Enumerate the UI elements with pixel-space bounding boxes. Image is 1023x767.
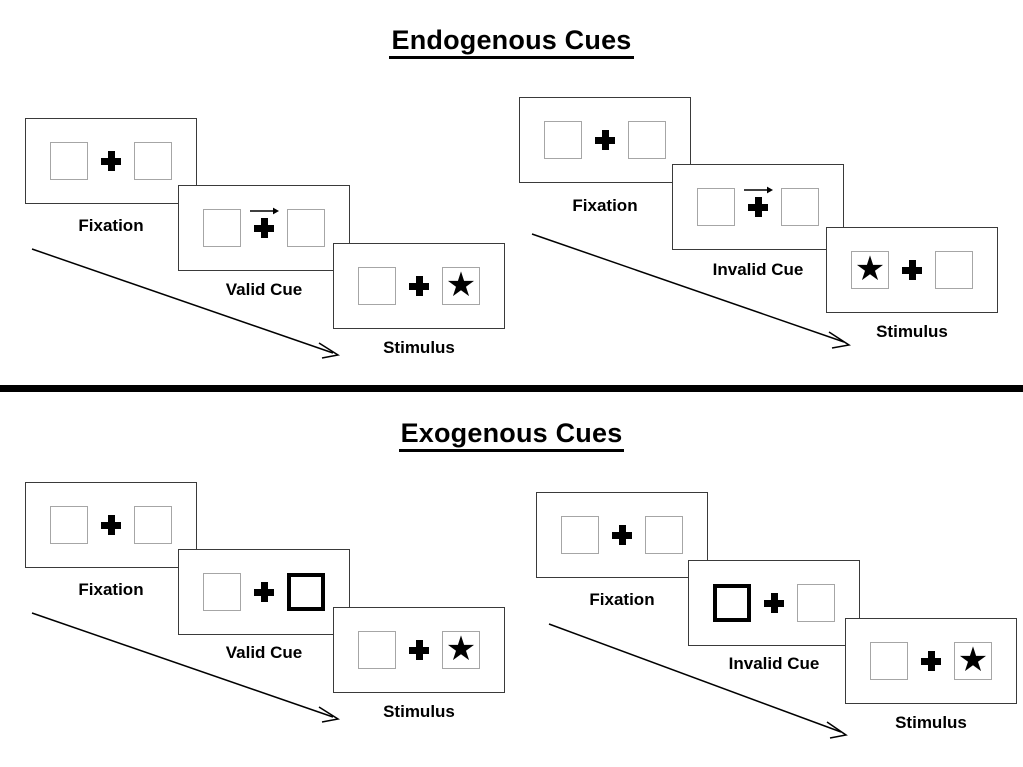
fixation-cross [735,165,781,249]
frame-content: ★ [827,228,997,312]
frame-content [179,186,349,270]
left-box [203,573,241,611]
frame-content [689,561,859,645]
frame-content: ★ [334,244,504,328]
caption-endogenous-valid-stimulus: Stimulus [383,338,455,357]
right-box [628,121,666,159]
frame-content: ★ [846,619,1016,703]
section-title-exogenous-text: Exogenous Cues [398,419,625,453]
caption-endogenous-invalid-stimulus: Stimulus [876,322,948,341]
frame-endogenous-valid-cue[interactable] [178,185,350,271]
fixation-cross [88,119,134,203]
frame-content [26,119,196,203]
left-box [544,121,582,159]
arrow-right-icon [744,186,773,194]
left-box [358,631,396,669]
left-box [697,188,735,226]
caption-exogenous-invalid-cue: Invalid Cue [728,654,820,673]
frame-exogenous-valid-stimulus[interactable]: ★ [333,607,505,693]
right-box [935,251,973,289]
caption-exogenous-invalid-stimulus: Stimulus [895,713,967,732]
left-box [203,209,241,247]
frame-endogenous-valid-stimulus[interactable]: ★ [333,243,505,329]
caption-exogenous-valid-fixation: Fixation [78,580,144,599]
left-box [50,142,88,180]
frame-content [179,550,349,634]
caption-exogenous-invalid-fixation: Fixation [589,590,655,609]
frame-exogenous-valid-cue[interactable] [178,549,350,635]
frame-exogenous-invalid-cue[interactable] [688,560,860,646]
frame-endogenous-valid-fixation[interactable] [25,118,197,204]
caption-endogenous-valid-fixation: Fixation [78,216,144,235]
frame-content: ★ [334,608,504,692]
arrow-right-icon [250,207,279,215]
fixation-cross [908,619,954,703]
caption-exogenous-valid-cue: Valid Cue [225,643,303,662]
section-title-endogenous-text: Endogenous Cues [389,26,634,60]
right-box: ★ [442,267,480,305]
right-box [797,584,835,622]
left-box-cued [713,584,751,622]
fixation-cross [396,608,442,692]
left-box [870,642,908,680]
star-icon: ★ [445,266,477,304]
section-title-exogenous: Exogenous Cues [0,418,1023,453]
frame-exogenous-invalid-fixation[interactable] [536,492,708,578]
fixation-cross [582,98,628,182]
frame-endogenous-invalid-cue[interactable] [672,164,844,250]
frame-content [673,165,843,249]
fixation-cross [88,483,134,567]
frame-endogenous-invalid-fixation[interactable] [519,97,691,183]
frame-content [26,483,196,567]
left-box [358,267,396,305]
right-box [645,516,683,554]
left-box: ★ [851,251,889,289]
left-box [561,516,599,554]
fixation-cross [599,493,645,577]
fixation-cross [889,228,935,312]
caption-exogenous-valid-stimulus: Stimulus [383,702,455,721]
frame-exogenous-invalid-stimulus[interactable]: ★ [845,618,1017,704]
right-box [781,188,819,226]
frame-content [520,98,690,182]
frame-content [537,493,707,577]
caption-endogenous-invalid-cue: Invalid Cue [712,260,804,279]
caption-endogenous-invalid-fixation: Fixation [572,196,638,215]
right-box [287,209,325,247]
right-box: ★ [954,642,992,680]
star-icon: ★ [957,641,989,679]
right-box [134,142,172,180]
frame-exogenous-valid-fixation[interactable] [25,482,197,568]
right-box: ★ [442,631,480,669]
fixation-cross [241,186,287,270]
left-box [50,506,88,544]
section-divider [0,385,1023,392]
right-box [134,506,172,544]
section-title-endogenous: Endogenous Cues [0,25,1023,60]
fixation-cross [241,550,287,634]
caption-endogenous-valid-cue: Valid Cue [225,280,303,299]
star-icon: ★ [854,250,886,288]
frame-endogenous-invalid-stimulus[interactable]: ★ [826,227,998,313]
fixation-cross [396,244,442,328]
fixation-cross [751,561,797,645]
right-box-cued [287,573,325,611]
star-icon: ★ [445,630,477,668]
